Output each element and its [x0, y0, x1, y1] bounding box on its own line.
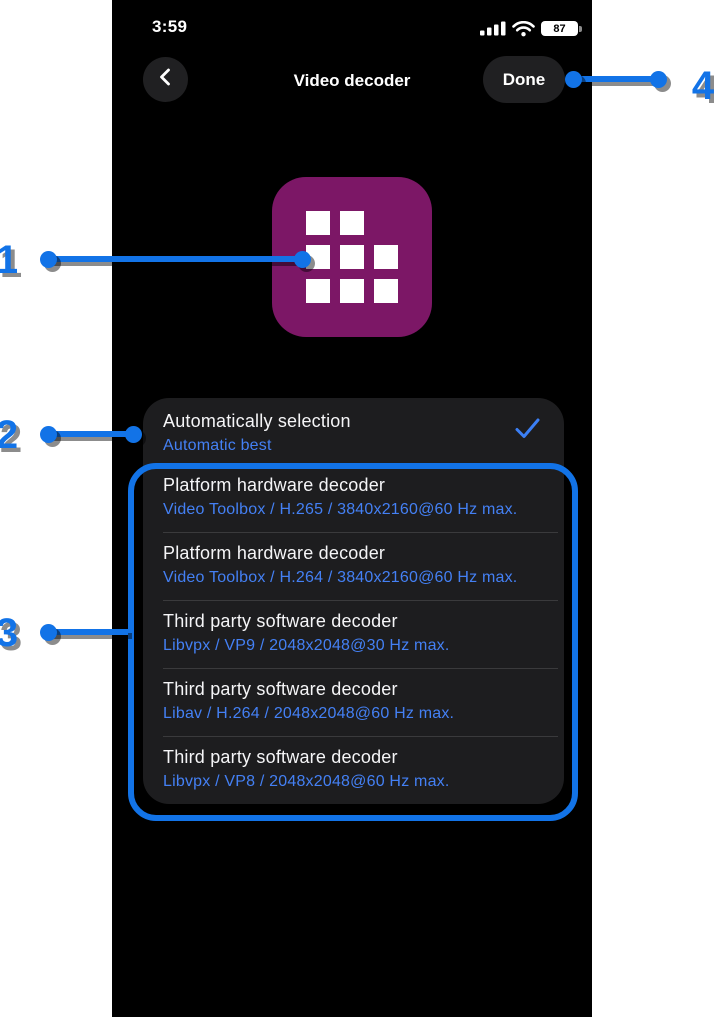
annotation-line-4: [573, 76, 658, 82]
annotation-dot: [39, 250, 57, 268]
list-item-subtitle: Video Toolbox / H.264 / 3840x2160@60 Hz …: [163, 569, 518, 586]
annotation-label-1: 1: [0, 238, 19, 282]
phone-screen: 3:59 87: [112, 0, 592, 1017]
annotation-dot: [564, 70, 582, 88]
annotation-dot: [649, 70, 667, 88]
list-item-automatic-selection[interactable]: Automatically selection Automatic best: [143, 398, 564, 464]
annotation-label-4: 4: [691, 64, 714, 108]
annotation-dot: [39, 623, 57, 641]
wifi-icon: [512, 20, 535, 37]
list-item-title: Platform hardware decoder: [163, 543, 386, 563]
annotation-dot: [39, 425, 57, 443]
annotation-dot: [124, 425, 142, 443]
done-button[interactable]: Done: [483, 56, 565, 103]
battery-icon: 87: [541, 21, 582, 36]
done-button-label: Done: [502, 69, 546, 89]
grid-squares-icon: [306, 211, 398, 303]
chevron-left-icon: [154, 65, 178, 94]
annotation-line-3: [48, 629, 128, 635]
back-button[interactable]: [143, 57, 188, 102]
battery-nub: [579, 25, 582, 32]
list-item-decoder[interactable]: Platform hardware decoder Video Toolbox …: [143, 464, 564, 532]
list-item-subtitle: Video Toolbox / H.265 / 3840x2160@60 Hz …: [163, 501, 518, 518]
list-item-subtitle: Automatic best: [163, 437, 272, 454]
annotation-label-2: 2: [0, 413, 19, 457]
page-title: Video decoder: [293, 71, 411, 90]
list-item-title: Third party software decoder: [163, 747, 398, 767]
list-item-title: Third party software decoder: [163, 679, 398, 699]
annotation-line-2: [48, 431, 133, 437]
annotation-label-3: 3: [0, 611, 19, 655]
list-item-subtitle: Libvpx / VP8 / 2048x2048@60 Hz max.: [163, 773, 450, 790]
annotation-line-1: [48, 256, 302, 262]
list-item-title: Platform hardware decoder: [163, 475, 386, 495]
status-bar-icons: 87: [480, 20, 582, 37]
cellular-signal-icon: [480, 21, 506, 36]
list-item-title: Automatically selection: [163, 411, 351, 431]
status-bar-time: 3:59: [152, 17, 188, 36]
list-item-subtitle: Libav / H.264 / 2048x2048@60 Hz max.: [163, 705, 455, 722]
list-item-decoder[interactable]: Third party software decoder Libav / H.2…: [143, 668, 564, 736]
list-item-decoder[interactable]: Third party software decoder Libvpx / VP…: [143, 600, 564, 668]
decoder-list: Automatically selection Automatic best P…: [143, 398, 564, 804]
list-item-decoder[interactable]: Third party software decoder Libvpx / VP…: [143, 736, 564, 804]
list-item-title: Third party software decoder: [163, 611, 398, 631]
list-item-subtitle: Libvpx / VP9 / 2048x2048@30 Hz max.: [163, 637, 450, 654]
battery-percent: 87: [553, 22, 566, 35]
annotation-dot: [293, 250, 311, 268]
checkmark-icon: [515, 418, 540, 444]
list-item-decoder[interactable]: Platform hardware decoder Video Toolbox …: [143, 532, 564, 600]
